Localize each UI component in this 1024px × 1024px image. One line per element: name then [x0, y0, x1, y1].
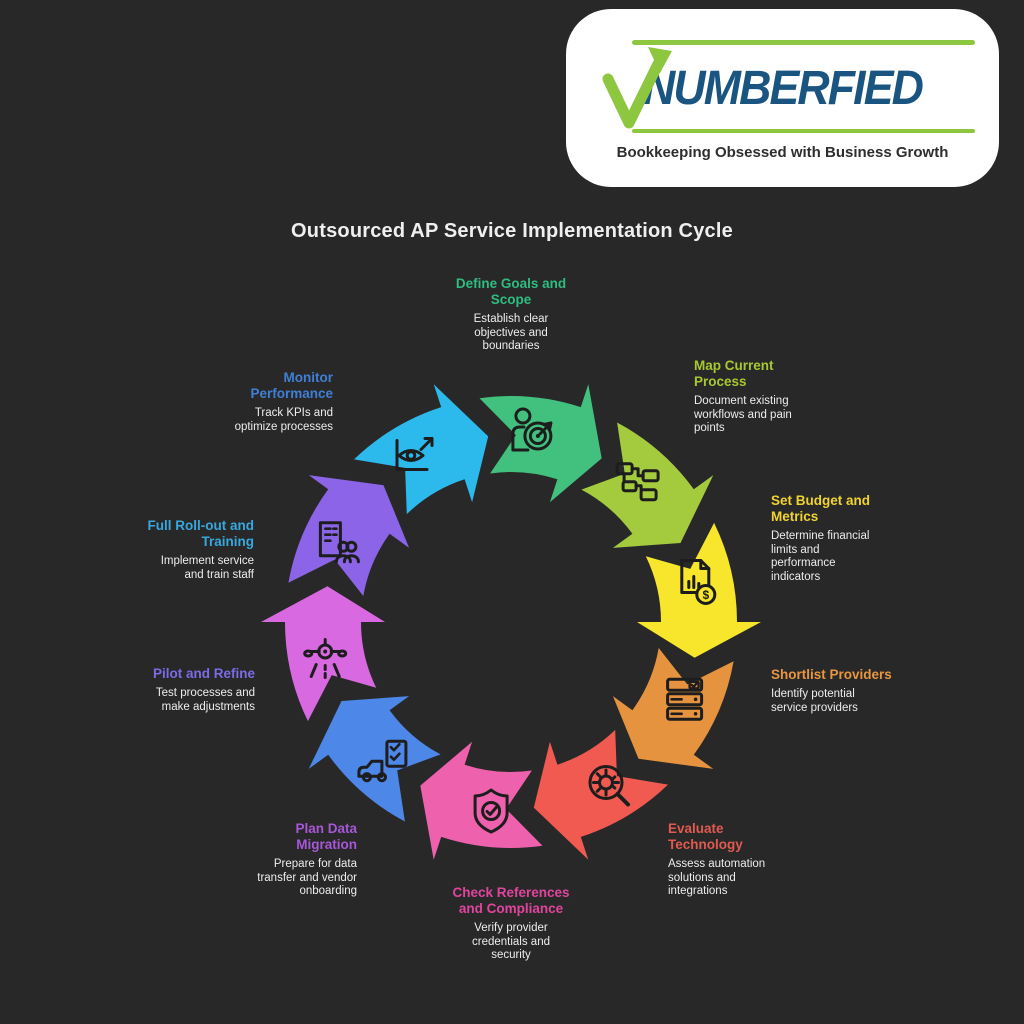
step-label-shortlist-providers: Shortlist Providers Identify potential s…	[771, 667, 921, 716]
growth-arrow-icon	[602, 47, 672, 129]
step-label-monitor-performance: Monitor Performance Track KPIs and optim…	[188, 370, 333, 434]
step-title: Monitor Performance	[250, 370, 333, 401]
step-description: Establish clear objectives and boundarie…	[473, 312, 549, 353]
cycle-arrow-check-references	[420, 741, 543, 860]
step-description: Verify provider credentials and security	[472, 921, 550, 962]
step-label-plan-data-migration: Plan Data Migration Prepare for data tra…	[217, 821, 357, 899]
cycle-arrow-map-process	[581, 422, 714, 548]
step-label-map-process: Map Current Process Document existing wo…	[694, 358, 834, 436]
step-description: Document existing workflows and pain poi…	[694, 394, 792, 435]
step-title: Map Current Process	[694, 358, 774, 389]
step-description: Prepare for data transfer and vendor onb…	[257, 857, 357, 898]
step-label-full-rollout: Full Roll-out and Training Implement ser…	[106, 518, 254, 582]
step-title: Set Budget and Metrics	[771, 493, 871, 524]
cycle-arrow-full-rollout	[288, 475, 410, 596]
step-title: Full Roll-out and Training	[147, 518, 254, 549]
step-title: Plan Data Migration	[295, 821, 357, 852]
brand-tagline: Bookkeeping Obsessed with Business Growt…	[616, 144, 949, 161]
cycle-arrow-evaluate-technology	[533, 729, 668, 860]
brand-wordmark: NUMBERFIED	[643, 62, 924, 115]
step-label-evaluate-technology: Evaluate Technology Assess automation so…	[668, 821, 813, 899]
step-description: Implement service and train staff	[160, 554, 254, 581]
cycle-arrow-plan-data-migration	[308, 696, 441, 822]
step-description: Identify potential service providers	[771, 687, 858, 714]
step-title: Shortlist Providers	[771, 667, 892, 682]
logo-top-rule	[632, 40, 975, 45]
step-label-pilot-refine: Pilot and Refine Test processes and make…	[110, 666, 255, 715]
step-title: Evaluate Technology	[668, 821, 743, 852]
page-title: Outsourced AP Service Implementation Cyc…	[291, 220, 733, 242]
step-description: Determine financial limits and performan…	[771, 529, 870, 584]
step-label-define-goals: Define Goals and Scope Establish clear o…	[436, 276, 586, 354]
cycle-arrows	[261, 384, 761, 860]
cycle-arrow-pilot-refine	[261, 586, 385, 722]
step-title: Check References and Compliance	[452, 885, 570, 916]
step-description: Test processes and make adjustments	[155, 686, 255, 713]
step-label-set-budget: Set Budget and Metrics Determine financi…	[771, 493, 906, 585]
step-title: Define Goals and Scope	[455, 276, 567, 307]
step-label-check-references: Check References and Compliance Verify p…	[421, 885, 601, 963]
brand-logo-card: NUMBERFIED Bookkeeping Obsessed with Bus…	[566, 9, 999, 187]
step-title: Pilot and Refine	[152, 666, 255, 681]
step-description: Track KPIs and optimize processes	[234, 406, 333, 433]
step-description: Assess automation solutions and integrat…	[668, 857, 766, 898]
logo-bottom-rule	[632, 129, 975, 133]
